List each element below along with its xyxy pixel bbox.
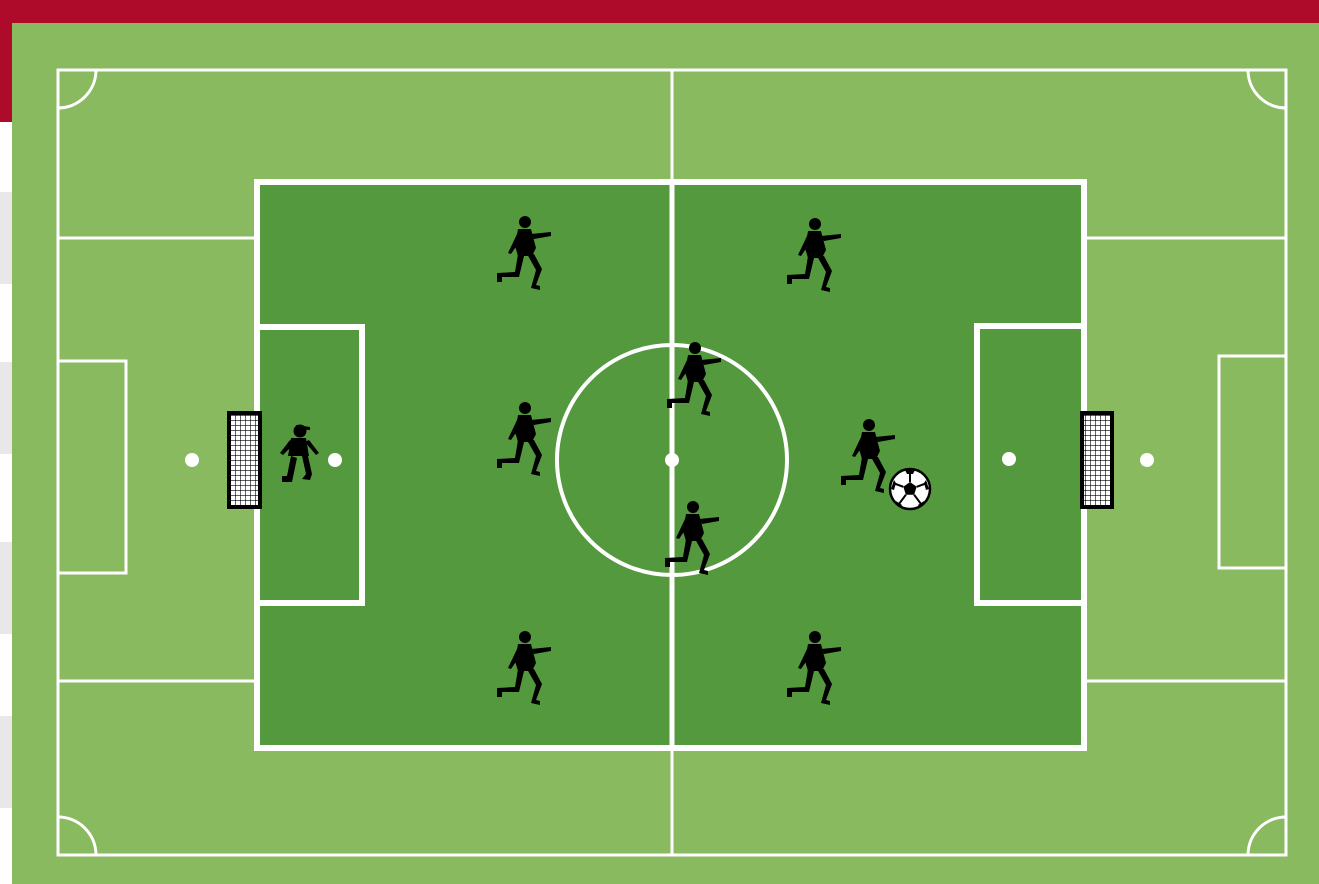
goal-net-icon: [229, 413, 260, 507]
soccer-ball-icon: [890, 469, 930, 509]
goal-net-icon: [1082, 413, 1112, 507]
